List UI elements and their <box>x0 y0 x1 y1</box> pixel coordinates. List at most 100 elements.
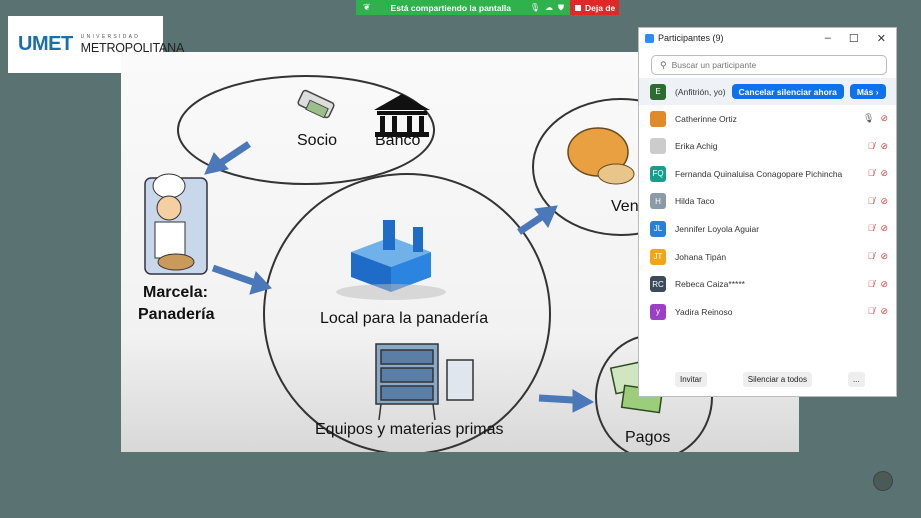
avatar: RC <box>650 276 666 293</box>
video-off-icon[interactable]: ⊘ <box>880 140 888 151</box>
arrow-to-local <box>211 264 255 286</box>
host-row[interactable]: E (Anfitrión, yo) Cancelar silenciar aho… <box>639 78 896 105</box>
participant-row[interactable]: JL Jennifer Loyola Aguiar 🎙̸ ⊘ <box>639 215 896 242</box>
oven-icon <box>375 343 474 421</box>
maximize-icon[interactable]: ☐ <box>848 32 859 45</box>
stop-share-button[interactable]: Deja de <box>570 0 619 15</box>
local-ellipse <box>263 173 551 452</box>
participant-row[interactable]: JT Johana Tipán 🎙̸ ⊘ <box>639 243 896 270</box>
mic-muted-icon[interactable]: 🎙̸ <box>867 306 875 317</box>
panel-title: Participantes (9) <box>658 33 724 43</box>
minimize-icon[interactable]: – <box>824 31 831 44</box>
avatar: FQ <box>650 165 666 182</box>
participant-status-icons: 🎙̸ ⊘ <box>868 141 888 152</box>
arrow-to-pagos <box>538 394 574 404</box>
label-ventas: Ven <box>611 198 639 215</box>
participant-name: Hilda Taco <box>675 196 715 207</box>
mic-muted-icon[interactable]: 🎙̸ <box>867 168 875 179</box>
avatar: E <box>650 83 666 100</box>
mute-all-button[interactable]: Silenciar a todos <box>742 372 812 387</box>
close-icon[interactable]: ✕ <box>876 32 886 45</box>
participant-status-icons: 🎙̸ ⊘ <box>868 196 888 207</box>
arrow-head-ventas <box>534 205 558 229</box>
socio-banco-ellipse <box>177 75 435 185</box>
zoom-icon <box>645 33 654 43</box>
arrow-to-marcela <box>217 141 251 167</box>
mic-muted-icon[interactable]: 🎙̸ <box>867 195 875 206</box>
participant-row[interactable]: H Hilda Taco 🎙̸ ⊘ <box>639 188 896 215</box>
video-off-icon[interactable]: ⊘ <box>880 278 888 289</box>
participant-search[interactable]: ⚲ <box>651 55 887 75</box>
avatar: JT <box>650 248 666 265</box>
participants-panel: Participantes (9) – ☐ ✕ ⚲ E (Anfitrión, … <box>638 27 897 397</box>
participant-name: Jennifer Loyola Aguiar <box>675 223 760 234</box>
unmute-now-button[interactable]: Cancelar silenciar ahora <box>731 84 844 99</box>
label-local: Local para la panadería <box>320 310 489 327</box>
umet-logo: UMET UNIVERSIDAD METROPOLITANA <box>8 16 184 73</box>
invite-button[interactable]: Invitar <box>675 372 707 387</box>
participant-name: Johana Tipán <box>675 251 727 262</box>
participant-row[interactable]: Erika Achig🎙̸⊘ <box>639 133 896 160</box>
label-panaderia: Panadería <box>138 306 215 323</box>
participant-name: Fernanda Quinaluisa Conagopare Pichincha <box>675 168 843 179</box>
mic-muted-icon[interactable]: 🎙̸ <box>867 223 875 234</box>
logo-brand: UMET <box>18 33 73 55</box>
participant-name: Catherinne Ortiz <box>675 113 737 124</box>
video-off-icon[interactable]: ⊘ <box>880 168 888 179</box>
video-off-icon[interactable]: ⊘ <box>880 195 888 206</box>
host-name: (Anfitrión, yo) <box>675 86 726 97</box>
video-off-icon[interactable]: ⊘ <box>880 306 888 317</box>
avatar <box>650 110 666 127</box>
participant-row[interactable]: FQ Fernanda Quinaluisa Conagopare Pichinc… <box>639 160 896 187</box>
video-off-icon[interactable]: ⊘ <box>880 251 888 261</box>
mic-on-icon[interactable]: 🎙 <box>863 113 875 123</box>
logo-bottom-line: METROPOLITANA <box>80 40 185 55</box>
mic-muted-icon[interactable]: 🎙̸ <box>867 278 875 289</box>
more-button[interactable]: Más › <box>849 84 886 99</box>
video-control-dot[interactable] <box>873 471 893 491</box>
participant-name: Rebeca Caiza***** <box>675 279 745 290</box>
avatar: JL <box>650 220 666 237</box>
label-socio: Socio <box>297 132 338 149</box>
participant-status-icons: 🎙⊘ <box>863 113 888 124</box>
participant-status-icons: 🎙̸ ⊘ <box>868 306 888 317</box>
video-off-icon[interactable]: ⊘ <box>880 223 888 234</box>
label-marcela: Marcela: <box>143 284 208 301</box>
participant-row[interactable]: y Yadira Reinoso 🎙̸ ⊘ <box>639 298 896 325</box>
leaf-icon: ❦ <box>363 2 371 12</box>
arrow-head-pagos <box>572 389 595 413</box>
participant-row[interactable]: RC Rebeca Caiza***** 🎙̸ ⊘ <box>639 271 896 298</box>
cloud-icon[interactable]: ☁ <box>545 2 553 12</box>
video-off-icon[interactable]: ⊘ <box>880 113 888 123</box>
arrow-head-local <box>249 271 272 295</box>
shield-icon[interactable]: ⛊ <box>558 2 564 12</box>
bank-icon <box>374 94 430 137</box>
mic-icon[interactable]: 🎙 <box>529 2 540 12</box>
search-icon: ⚲ <box>660 59 667 70</box>
participant-status-icons: 🎙̸ ⊘ <box>868 279 888 290</box>
avatar: y <box>650 303 666 320</box>
participant-row[interactable]: Catherinne Ortiz🎙⊘ <box>639 105 896 132</box>
participant-status-icons: 🎙̸ ⊘ <box>868 251 888 262</box>
baker-icon <box>144 173 208 275</box>
stop-share-label: Deja de <box>585 2 616 13</box>
stop-icon <box>575 4 581 11</box>
more-options-button[interactable]: ... <box>847 372 865 387</box>
label-equipos: Equipos y materias primas <box>315 421 504 438</box>
mic-muted-icon[interactable]: 🎙̸ <box>867 140 875 151</box>
search-input[interactable] <box>669 59 874 71</box>
building-icon <box>336 220 446 300</box>
mic-muted-icon[interactable]: 🎙̸ <box>867 251 875 261</box>
avatar: H <box>650 193 666 210</box>
panel-footer: Invitar Silenciar a todos ... <box>639 372 896 387</box>
participant-status-icons: 🎙̸ ⊘ <box>868 223 888 234</box>
arrow-to-ventas <box>517 213 545 235</box>
arrow-head-marcela <box>204 152 229 175</box>
participant-name: Yadira Reinoso <box>675 306 733 317</box>
screen-share-banner: ❦ Está compartiendo la pantalla 🎙 ☁ ⛊ <box>356 0 570 15</box>
panel-titlebar: Participantes (9) – ☐ ✕ <box>639 28 896 48</box>
share-status-text: Está compartiendo la pantalla <box>390 2 511 13</box>
bread-icon <box>567 127 635 185</box>
label-banco: Banco <box>375 132 421 149</box>
label-pagos: Pagos <box>625 429 671 446</box>
